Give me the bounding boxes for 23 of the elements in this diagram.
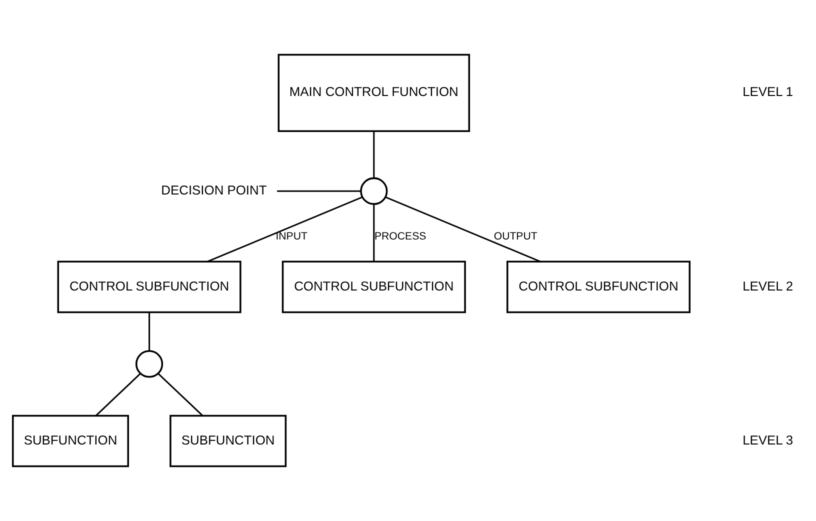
connector — [373, 131, 375, 178]
connector — [96, 373, 141, 416]
node-box: MAIN CONTROL FUNCTION — [278, 54, 470, 132]
connector — [373, 204, 375, 262]
label: LEVEL 1 — [742, 84, 794, 100]
connector — [207, 196, 362, 262]
node-box: CONTROL SUBFUNCTION — [57, 260, 242, 314]
node-text: DECISION POINT — [161, 182, 267, 198]
node-box: CONTROL SUBFUNCTION — [506, 260, 691, 314]
connector — [158, 373, 203, 416]
edge-label: INPUT — [276, 230, 308, 243]
label: LEVEL 2 — [742, 278, 794, 294]
node-circle — [360, 177, 388, 205]
node-box: SUBFUNCTION — [12, 414, 129, 468]
connector — [385, 196, 541, 262]
node-circle — [135, 350, 164, 378]
connector — [148, 312, 150, 351]
edge-label: OUTPUT — [494, 230, 538, 243]
connector — [277, 190, 360, 192]
node-box: CONTROL SUBFUNCTION — [282, 260, 466, 314]
edge-label: PROCESS — [374, 230, 426, 243]
node-box: SUBFUNCTION — [170, 414, 287, 468]
label: LEVEL 3 — [742, 432, 794, 448]
